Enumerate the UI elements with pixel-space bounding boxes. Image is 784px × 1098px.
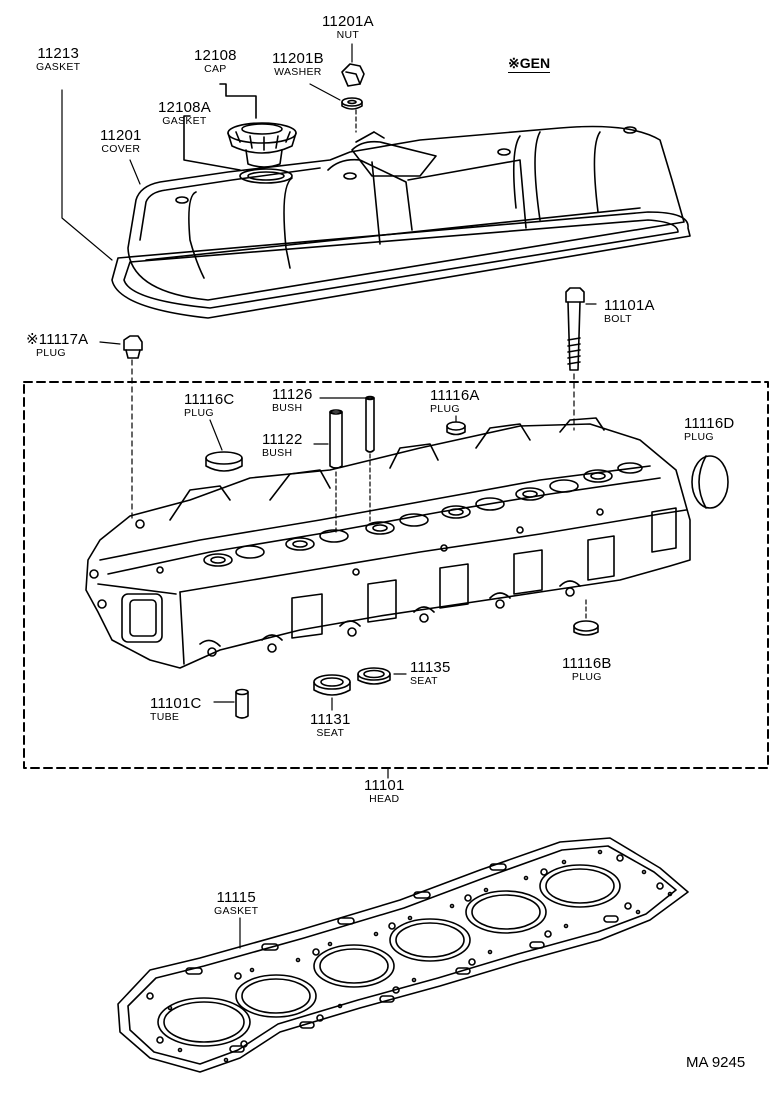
part-description: PLUG	[36, 347, 66, 359]
callout-12108a: 12108A GASKET	[158, 100, 211, 127]
part-description: TUBE	[150, 711, 180, 723]
part-number: 12108A	[158, 99, 211, 116]
cap-lead-line	[183, 83, 257, 171]
callout-11116a: 11116A PLUG	[430, 388, 480, 415]
part-description: PLUG	[571, 671, 602, 683]
part-number: 11213	[37, 45, 79, 62]
callout-11101: 11101 HEAD	[364, 778, 405, 805]
head-gasket-shape	[117, 837, 689, 1073]
valve-cover-shape	[127, 125, 685, 301]
callout-11201a: 11201A NUT	[322, 14, 374, 41]
part-description: BUSH	[272, 402, 303, 414]
cap-gasket-shape	[239, 168, 293, 184]
part-number: 11101	[364, 777, 405, 794]
callout-11131: 11131 SEAT	[310, 712, 351, 739]
part-number: 11135	[410, 659, 451, 676]
part-description: PLUG	[184, 407, 214, 419]
figure-code: MA 9245	[686, 1054, 746, 1071]
part-description: GASKET	[36, 61, 81, 73]
part-number: 11131	[310, 711, 351, 728]
part-number: ※11117A	[26, 331, 89, 348]
nut-shape	[341, 63, 365, 87]
part-description: NUT	[336, 29, 360, 41]
part-number: 11201	[100, 127, 142, 144]
cover-gasket-shape	[111, 211, 691, 319]
part-description: SEAT	[316, 727, 345, 739]
callout-11116c: 11116C PLUG	[184, 392, 234, 419]
washer-shape	[341, 97, 363, 110]
plug-11116d-shape	[691, 455, 729, 509]
part-description: CAP	[204, 63, 227, 75]
plug-11116b-shape	[573, 620, 599, 636]
head-bolt-shape	[565, 287, 585, 371]
part-description: PLUG	[684, 431, 714, 443]
part-description: COVER	[101, 143, 141, 155]
plug-11117a-shape	[123, 335, 143, 359]
part-description: GASKET	[162, 115, 207, 127]
part-number: 11126	[272, 386, 313, 403]
callout-11122: 11122 BUSH	[262, 432, 303, 459]
part-number: 11201A	[322, 13, 374, 30]
callout-12108: 12108 CAP	[194, 48, 237, 75]
callout-11201b: 11201B WASHER	[272, 51, 324, 78]
callout-11101a: 11101A BOLT	[604, 298, 655, 325]
part-number: 11116A	[430, 387, 480, 404]
part-number: 11115	[216, 889, 256, 906]
part-number: 11101A	[604, 297, 655, 314]
callout-11101c: 11101C TUBE	[150, 696, 202, 723]
callout-11213: 11213 GASKET	[36, 46, 80, 73]
part-description: SEAT	[410, 675, 438, 687]
part-number: 11201B	[272, 50, 324, 67]
part-description: WASHER	[274, 66, 322, 78]
oil-cap-shape	[227, 122, 297, 168]
part-number: 11116B	[562, 655, 612, 672]
part-number: 11116D	[684, 415, 735, 432]
part-number: 12108	[194, 47, 237, 64]
part-description: GASKET	[214, 905, 259, 917]
part-description: BUSH	[262, 447, 293, 459]
plug-11116c-shape	[205, 451, 243, 472]
callout-11117a: ※11117A PLUG	[26, 332, 88, 359]
seat-11135-shape	[357, 667, 391, 685]
variant-note: ※GEN	[508, 55, 551, 73]
cylinder-head-shape	[85, 417, 691, 669]
tube-11101c-shape	[235, 688, 249, 719]
variant-note-text: ※GEN	[508, 55, 551, 73]
callout-11115: 11115 GASKET	[214, 890, 258, 917]
seat-11131-shape	[313, 674, 351, 696]
part-number: 11116C	[184, 391, 235, 408]
part-number: 11101C	[150, 695, 202, 712]
callout-11201: 11201 COVER	[100, 128, 142, 155]
bush-11126-shape	[365, 395, 375, 453]
callout-11135: 11135 SEAT	[410, 660, 451, 687]
part-description: HEAD	[369, 793, 400, 805]
part-description: PLUG	[430, 403, 460, 415]
plug-11116a-shape	[446, 421, 466, 436]
callout-11116b: 11116B PLUG	[562, 656, 612, 683]
callout-11126: 11126 BUSH	[272, 387, 313, 414]
bush-11122-shape	[329, 409, 343, 469]
part-number: 11122	[262, 431, 303, 448]
head-assembly-box	[23, 381, 769, 769]
callout-11116d: 11116D PLUG	[684, 416, 734, 443]
part-description: BOLT	[604, 313, 632, 325]
